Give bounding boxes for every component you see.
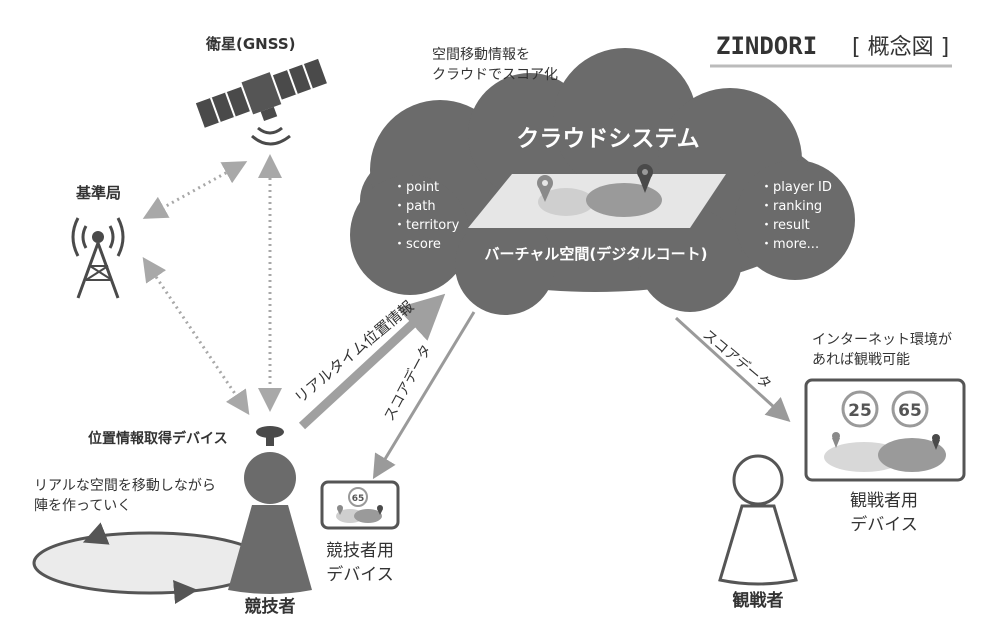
realtime-arrow <box>298 293 446 430</box>
player-device <box>320 480 400 530</box>
viewer-device <box>804 378 966 482</box>
viewer-device-line2: デバイス <box>850 514 918 535</box>
score-arrow-left <box>372 311 476 480</box>
viewer-score-left: 25 <box>848 401 872 421</box>
antenna-tower-icon <box>71 217 125 299</box>
base-station-label: 基準局 <box>75 184 121 202</box>
person-outline-icon <box>718 454 798 586</box>
map-pin-icon <box>637 164 653 193</box>
viewer-device-line1: 観戦者用 <box>850 491 918 511</box>
person-icon <box>228 452 312 594</box>
move-note-line1: リアルな空間を移動しながら <box>34 478 216 494</box>
position-device-label: 位置情報取得デバイス <box>88 430 228 447</box>
internet-note-line2: あれば観戦可能 <box>812 351 910 368</box>
score-data-left-label: スコアデータ <box>381 342 435 424</box>
cloud-left-item: ・territory <box>393 218 460 233</box>
player-device-line2: デバイス <box>326 564 394 585</box>
title-subtitle: [ 概念図 ] <box>852 35 949 60</box>
internet-note-line1: インターネット環境が <box>812 332 952 348</box>
satellite-label: 衛星(GNSS) <box>205 35 296 53</box>
cloud-right-item: ・player ID <box>760 180 832 195</box>
virtual-court <box>468 164 726 228</box>
map-pin-icon <box>537 175 553 202</box>
viewer-label: 観戦者 <box>733 590 784 611</box>
viewer-score-right: 65 <box>898 401 922 421</box>
cloud-note-line2: クラウドでスコア化 <box>432 67 558 83</box>
title-block: ZINDORI [ 概念図 ] <box>710 32 952 68</box>
position-device-icon <box>256 426 284 446</box>
score-arrow-right <box>674 316 791 423</box>
cloud-right-item: ・ranking <box>760 199 822 214</box>
map-pin-icon <box>932 434 940 450</box>
player-device-score: 65 <box>352 494 365 504</box>
cloud-left-item: ・path <box>393 199 436 214</box>
cloud-left-list: ・point ・path ・territory ・score <box>393 180 460 252</box>
map-pin-icon <box>832 432 840 448</box>
cloud-left-item: ・point <box>393 180 439 195</box>
cloud-title: クラウドシステム <box>516 126 699 152</box>
map-pin-icon <box>337 505 343 515</box>
cloud-right-list: ・player ID ・ranking ・result ・more... <box>760 180 832 252</box>
map-pin-icon <box>377 505 383 515</box>
cloud-right-item: ・result <box>760 218 810 233</box>
player-label: 競技者 <box>245 596 296 617</box>
player-device-line1: 競技者用 <box>326 541 394 561</box>
satellite-icon <box>195 58 327 146</box>
score-data-right-label: スコアデータ <box>699 326 774 393</box>
cloud-note-line1: 空間移動情報を <box>432 47 530 63</box>
move-note-line2: 陣を作っていく <box>34 498 131 514</box>
signal-lines <box>142 154 282 415</box>
cloud-right-item: ・more... <box>760 237 819 252</box>
virtual-space-label: バーチャル空間(デジタルコート) <box>485 245 708 263</box>
cloud-left-item: ・score <box>393 237 441 252</box>
title-name: ZINDORI <box>716 32 817 60</box>
